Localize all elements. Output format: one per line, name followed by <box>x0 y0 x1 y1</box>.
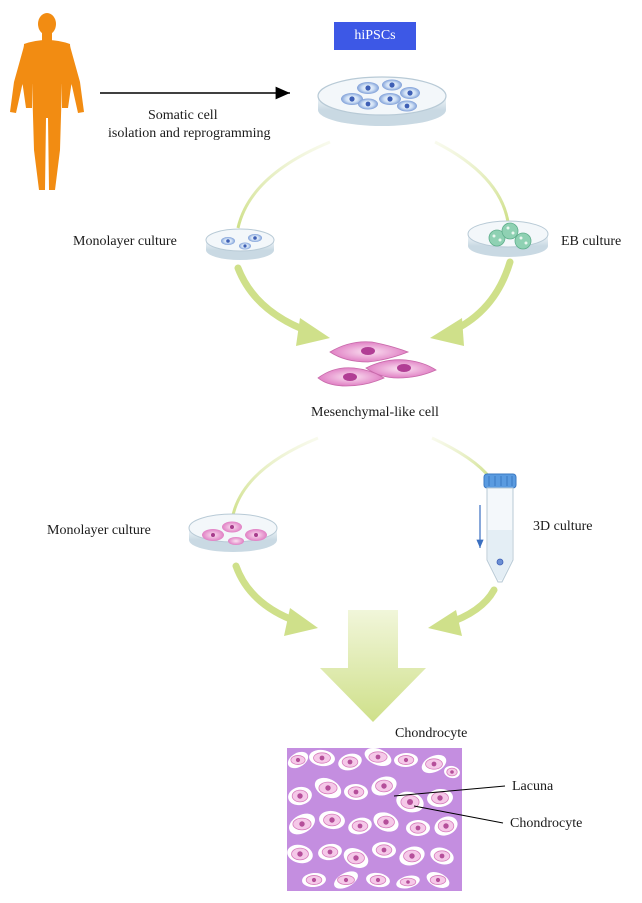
chondrocyte-nucleus <box>443 823 449 829</box>
chondrocyte-nucleus <box>406 880 410 884</box>
chondrocyte-nucleus <box>450 770 454 774</box>
chondrocyte-nucleus <box>439 853 445 859</box>
chondrocyte-nucleus <box>299 821 305 827</box>
chondrocyte-nucleus <box>295 757 301 763</box>
chondrocyte-nucleus <box>353 789 359 795</box>
reprogramming-label-line1: Somatic cell <box>148 108 218 123</box>
chondrocyte-nucleus <box>431 761 437 767</box>
chondrocyte-nucleus <box>297 851 303 857</box>
flow-arrow-to-mesenchymal-left <box>234 264 330 346</box>
chondrocyte-nucleus <box>343 877 349 883</box>
eb-culture-label: EB culture <box>561 234 622 249</box>
chondrocyte-nucleus <box>409 853 415 859</box>
chondrocyte-nucleus <box>415 825 421 831</box>
big-down-arrow <box>320 610 426 722</box>
chondrocyte-nucleus <box>357 823 363 829</box>
chondrocyte-nucleus <box>435 877 441 883</box>
lacuna-pointer <box>393 785 506 797</box>
chondrocyte-nucleus <box>407 799 413 805</box>
conical-tube-icon <box>476 473 517 583</box>
monolayer-pink-dish-icon <box>188 513 278 552</box>
chondrocyte-nucleus <box>329 817 335 823</box>
flow-arrow-to-mesenchymal-right <box>430 258 514 346</box>
flow-arrow-top-left <box>236 140 331 229</box>
petri-dish-icon <box>317 76 447 126</box>
chondrocyte-nucleus <box>375 754 381 760</box>
chondrocyte-nucleus <box>381 783 387 789</box>
monolayer-culture-label-2: Monolayer culture <box>47 523 151 538</box>
chondrocyte-nucleus <box>319 755 325 761</box>
culture-3d-label: 3D culture <box>533 519 593 534</box>
chondrocyte-nucleus <box>297 793 303 799</box>
lacuna-label: Lacuna <box>512 779 554 794</box>
monolayer-culture-label-1: Monolayer culture <box>73 234 177 249</box>
cartilage-tissue-icon <box>287 748 462 891</box>
chondrocyte-pointer <box>413 805 504 824</box>
chondrocyte-nucleus <box>375 877 381 883</box>
mesenchymal-cell-icon <box>317 341 437 387</box>
human-figure-icon <box>10 13 84 190</box>
chondrocyte-title: Chondrocyte <box>395 726 468 741</box>
chondrocyte-label: Chondrocyte <box>510 816 583 831</box>
chondrocyte-nucleus <box>383 819 389 825</box>
chondrocyte-nucleus <box>311 877 317 883</box>
embryoid-body-icon <box>467 220 549 257</box>
flow-arrow-to-chondro-right <box>428 586 498 636</box>
chondrocyte-nucleus <box>437 795 443 801</box>
flow-arrow-mid-right <box>431 436 492 479</box>
flow-arrow-mid-left <box>230 436 319 521</box>
reprogramming-label-line2: isolation and reprogramming <box>108 126 271 141</box>
hipsc-colony <box>341 79 420 112</box>
chondrocyte-nucleus <box>327 849 333 855</box>
chondrocyte-nucleus <box>381 847 387 853</box>
flow-arrow-top-right <box>434 140 510 223</box>
chondrocyte-nucleus <box>403 757 409 763</box>
mesenchymal-cell-label: Mesenchymal-like cell <box>311 405 439 420</box>
chondrocyte-nucleus <box>353 855 359 861</box>
monolayer-dish-icon <box>205 228 275 260</box>
flow-arrow-to-chondro-left <box>232 562 318 636</box>
hipscs-badge: hiPSCs <box>334 22 416 50</box>
chondrocyte-nucleus <box>347 759 353 765</box>
chondrocyte-nucleus <box>325 785 331 791</box>
